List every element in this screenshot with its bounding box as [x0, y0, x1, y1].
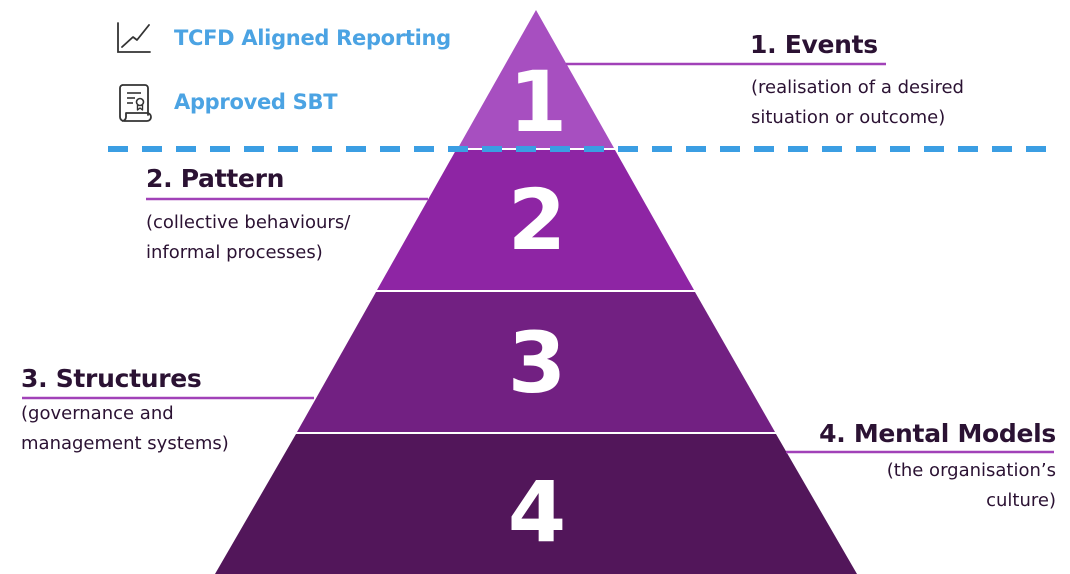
layer-4-description: (the organisation’s culture) [887, 456, 1056, 516]
pyramid-layer-4 [215, 434, 857, 574]
description-line: (the organisation’s [886, 460, 1056, 481]
layer-3-number: 3 [508, 314, 566, 412]
layer-4-heading: 4. Mental Models [819, 419, 1056, 448]
layer-4-number: 4 [508, 463, 566, 561]
description-line: (realisation of a desired [751, 77, 964, 98]
tcfd-badge-label: TCFD Aligned Reporting [174, 26, 451, 50]
line-chart-icon [112, 18, 154, 58]
description-line: (governance and [21, 403, 174, 424]
description-line: management systems) [21, 433, 229, 454]
certificate-scroll-icon [112, 82, 154, 122]
description-line: (collective behaviours/ [146, 212, 351, 233]
pyramid-layer-3 [297, 292, 775, 432]
pyramid-layer-1 [458, 10, 614, 148]
description-line: situation or outcome) [751, 107, 946, 128]
sbt-badge-label: Approved SBT [174, 90, 338, 114]
layer-1-heading: 1. Events [750, 30, 878, 59]
description-line: informal processes) [146, 242, 323, 263]
tcfd-badge: TCFD Aligned Reporting [112, 18, 451, 58]
layer-3-description: (governance and management systems) [21, 399, 229, 459]
layer-2-heading: 2. Pattern [146, 164, 285, 193]
pyramid-layer-2 [377, 150, 694, 290]
layer-2-description: (collective behaviours/ informal process… [146, 208, 350, 268]
layer-2-number: 2 [508, 171, 566, 269]
sbt-badge: Approved SBT [112, 82, 338, 122]
layer-1-description: (realisation of a desired situation or o… [751, 73, 964, 133]
layer-1-number: 1 [509, 53, 567, 151]
layer-3-heading: 3. Structures [21, 364, 202, 393]
description-line: culture) [986, 490, 1056, 511]
